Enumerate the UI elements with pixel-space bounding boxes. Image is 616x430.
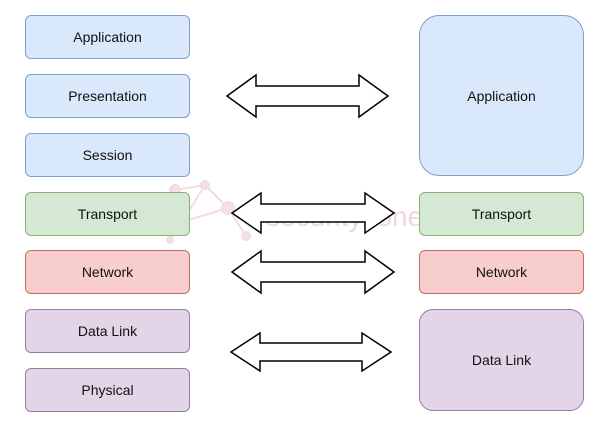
osi-presentation-label: Presentation [68,88,147,104]
osi-presentation-layer: Presentation [25,74,190,118]
tcpip-data-link-layer: Data Link [419,309,584,411]
network-double-arrow-icon [230,249,396,295]
osi-physical-layer: Physical [25,368,190,412]
transport-double-arrow-icon [230,191,396,235]
osi-physical-label: Physical [81,382,134,398]
tcpip-network-layer: Network [419,250,584,294]
osi-application-label: Application [73,29,142,45]
osi-data-link-layer: Data Link [25,309,190,353]
osi-session-label: Session [82,147,133,163]
tcpip-data-link-label: Data Link [471,352,532,368]
osi-network-label: Network [81,264,134,280]
data-link-double-arrow-icon [229,331,393,373]
osi-data-link-label: Data Link [77,323,138,339]
osi-network-layer: Network [25,250,190,294]
osi-transport-label: Transport [77,206,138,222]
tcpip-transport-label: Transport [471,206,532,222]
tcpip-transport-layer: Transport [419,192,584,236]
application-double-arrow-icon [225,73,390,119]
tcpip-application-label: Application [467,87,536,104]
osi-transport-layer: Transport [25,192,190,236]
osi-session-layer: Session [25,133,190,177]
osi-application-layer: Application [25,15,190,59]
tcpip-network-label: Network [475,264,528,280]
tcpip-application-layer: Application [419,15,584,176]
